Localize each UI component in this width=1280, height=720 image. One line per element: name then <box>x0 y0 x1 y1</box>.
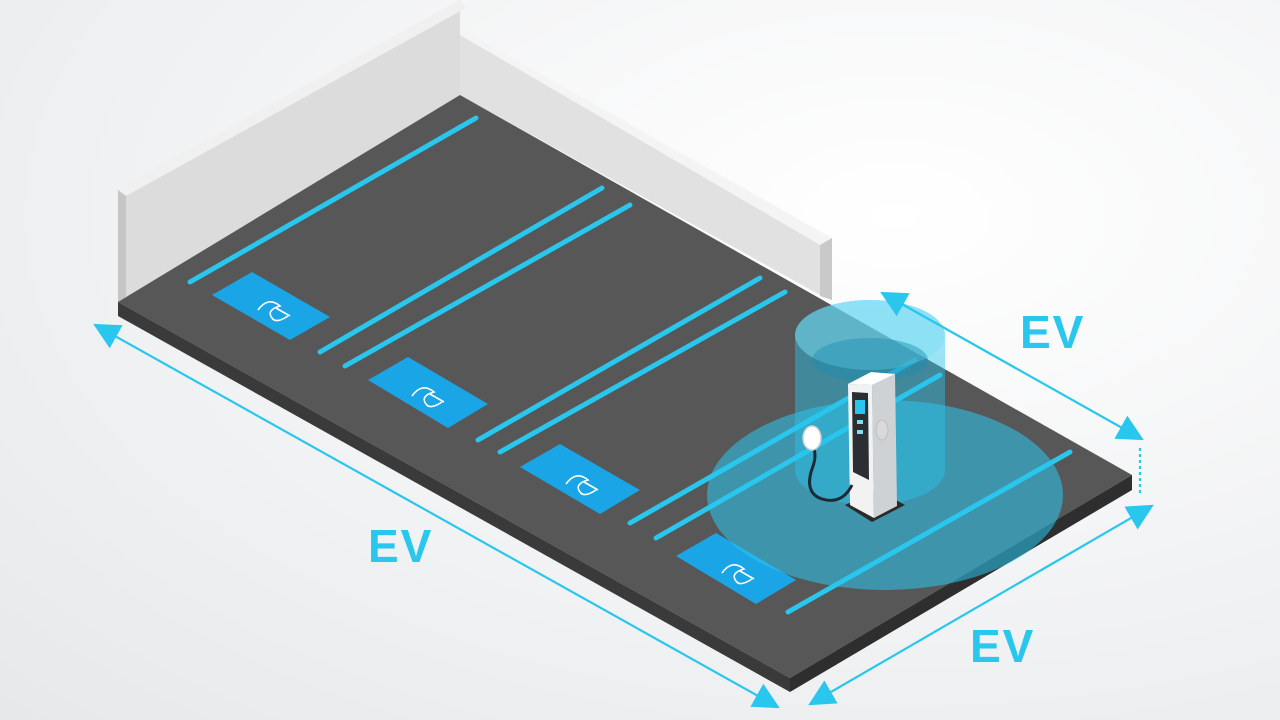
ev-parking-marking-1 <box>212 272 330 340</box>
width-label: EV <box>970 620 1035 672</box>
charger-side <box>872 374 897 518</box>
charging-cable <box>808 444 854 502</box>
back-walls <box>118 0 832 302</box>
depth-label: EV <box>1020 306 1085 358</box>
length-dimension-arrow <box>93 323 780 709</box>
dimension-lines <box>93 291 1154 709</box>
back-wall <box>460 35 820 295</box>
length-label: EV <box>368 520 433 572</box>
depth-dimension-arrow <box>880 291 1144 441</box>
left-wall-side <box>118 190 126 302</box>
back-wall-end <box>820 238 832 300</box>
left-wall <box>118 0 460 302</box>
width-dimension-arrow <box>808 504 1154 706</box>
charger-button <box>857 420 863 424</box>
left-wall-top <box>118 0 466 196</box>
ev-charging-plug-icon <box>257 301 291 322</box>
charger-button <box>857 430 863 434</box>
back-wall-top <box>460 32 832 245</box>
charger-socket <box>875 419 889 441</box>
parking-line <box>187 115 479 285</box>
charging-connector-icon <box>802 425 822 451</box>
charger-screen <box>855 400 865 414</box>
